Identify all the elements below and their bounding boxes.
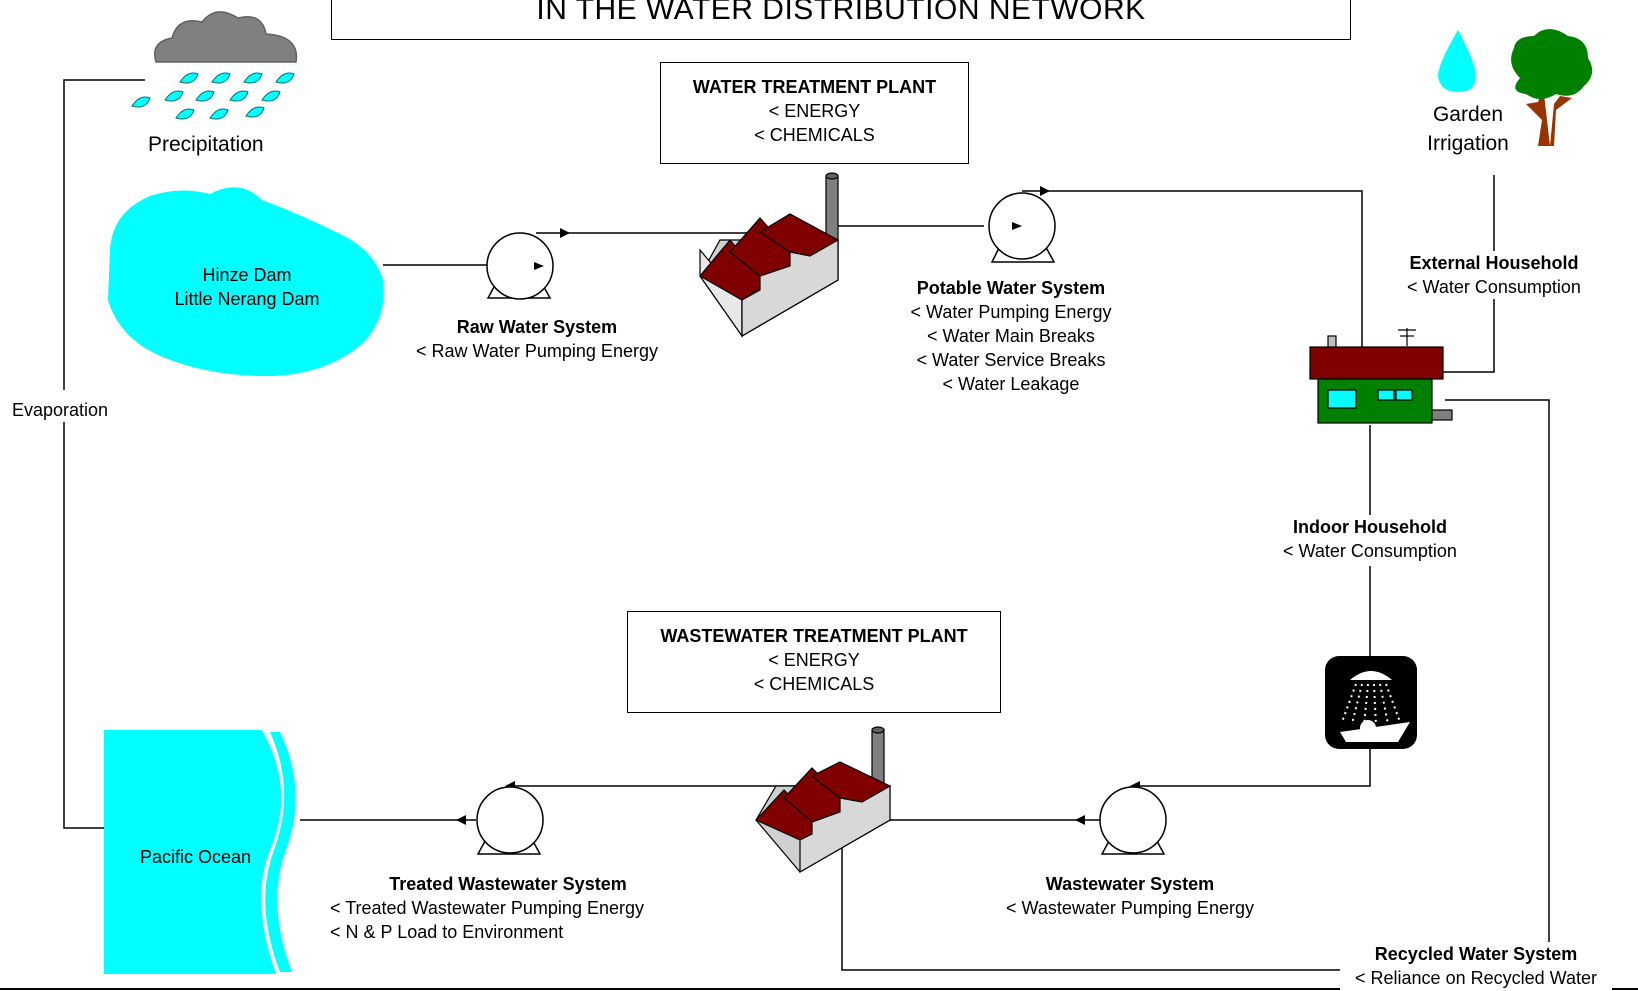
wastewater-pump-icon	[1099, 786, 1167, 855]
house-icon	[1309, 328, 1453, 424]
indoor-household-label: Indoor Household < Water Consumption	[1262, 515, 1478, 563]
dam-lake-shape	[108, 187, 384, 377]
treated-wastewater-system-label: Treated Wastewater System < Treated Wast…	[330, 874, 644, 942]
tree-icon	[1511, 29, 1593, 146]
water-treatment-plant-box: WATER TREATMENT PLANT < ENERGY < CHEMICA…	[660, 62, 969, 164]
treated-wastewater-pump-icon	[476, 786, 544, 855]
garden-to-house-line	[1440, 175, 1495, 373]
wwtp-title: WASTEWATER TREATMENT PLANT	[660, 626, 968, 646]
dam-label: Hinze Dam Little Nerang Dam	[174, 265, 320, 309]
ocean-shape	[104, 730, 296, 974]
evaporation-line-bottom	[63, 420, 104, 829]
potable-water-pump-icon	[988, 192, 1056, 263]
potable-water-system-label: Potable Water System < Water Pumping Ene…	[910, 278, 1112, 394]
ocean-label: Pacific Ocean	[140, 847, 252, 867]
shower-to-ww-pump-line	[1135, 749, 1371, 787]
water-treatment-factory-icon	[699, 172, 840, 338]
title-box: IN THE WATER DISTRIBUTION NETWORK	[331, 0, 1351, 40]
cloud-rain-icon	[131, 11, 298, 120]
precipitation-label: Precipitation	[148, 133, 264, 156]
evaporation-label: Evaporation	[10, 398, 111, 422]
flow-arrows	[456, 186, 1140, 825]
raw-water-pump-icon	[486, 232, 554, 300]
evaporation-line-top	[63, 79, 145, 390]
water-drop-icon	[1438, 30, 1476, 92]
wtp-title: WATER TREATMENT PLANT	[692, 77, 937, 97]
potable-to-house-line	[1022, 190, 1363, 350]
page-title: IN THE WATER DISTRIBUTION NETWORK	[536, 0, 1146, 26]
shower-icon	[1325, 656, 1417, 749]
wastewater-system-label: Wastewater System < Wastewater Pumping E…	[1006, 874, 1254, 918]
recycled-water-system-label: Recycled Water System < Reliance on Recy…	[1340, 942, 1612, 990]
wastewater-treatment-plant-box: WASTEWATER TREATMENT PLANT < ENERGY < CH…	[627, 611, 1001, 713]
wastewater-treatment-factory-icon	[754, 726, 892, 874]
external-household-label: External Household < Water Consumption	[1392, 251, 1596, 299]
garden-label: Garden Irrigation	[1427, 103, 1509, 155]
raw-water-system-label: Raw Water System < Raw Water Pumping Ene…	[416, 317, 658, 361]
